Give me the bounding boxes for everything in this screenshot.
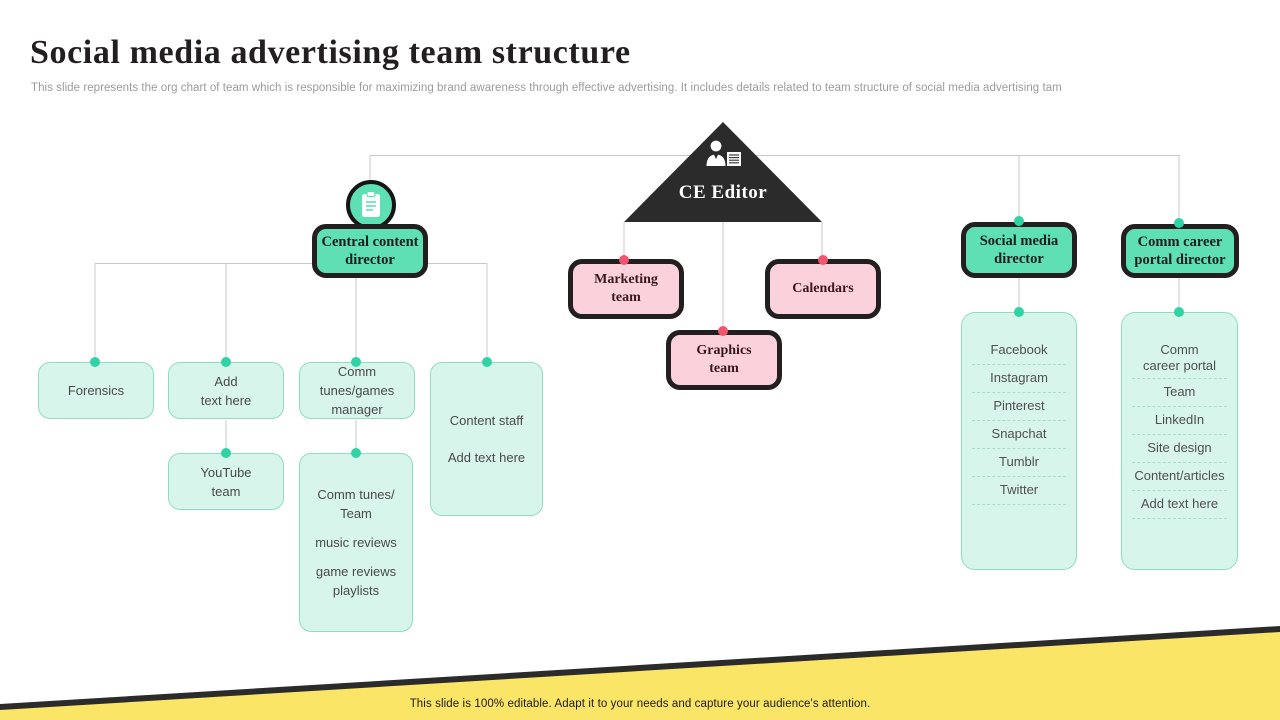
comm-tunes-games-manager-node[interactable]: Comm tunes/games manager bbox=[299, 362, 415, 419]
comm-tunes-games-manager-line3: manager bbox=[331, 402, 383, 417]
comm-tunes-team-connector-dot bbox=[351, 448, 361, 458]
comm-career-portal-director-line1: Comm career bbox=[1137, 234, 1223, 250]
clipboard-icon bbox=[362, 191, 380, 217]
list-item[interactable]: Pinterest bbox=[972, 393, 1066, 421]
add-text-here-connector-dot bbox=[221, 357, 231, 367]
graphics-team-line1: Graphics bbox=[696, 343, 752, 358]
social-media-director-node[interactable]: Social media director bbox=[961, 222, 1077, 278]
footer-note: This slide is 100% editable. Adapt it to… bbox=[409, 698, 871, 710]
list-item[interactable]: Team bbox=[1132, 379, 1227, 407]
list-item[interactable]: Site design bbox=[1132, 435, 1227, 463]
comm-career-first-line2: career portal bbox=[1143, 358, 1216, 373]
comm-tunes-team-line2: Team bbox=[340, 506, 372, 521]
list-item[interactable]: Twitter bbox=[972, 477, 1066, 505]
comm-tunes-games-manager-connector-dot bbox=[351, 357, 361, 367]
comm-tunes-team-node[interactable]: Comm tunes/ Team music reviews game revi… bbox=[299, 453, 413, 632]
youtube-team-connector-dot bbox=[221, 448, 231, 458]
list-item[interactable]: Tumblr bbox=[972, 449, 1066, 477]
social-media-director-connector-dot bbox=[1014, 216, 1024, 226]
social-media-director-line1: Social media bbox=[979, 233, 1059, 249]
marketing-team-line2: team bbox=[611, 290, 641, 305]
footer-band bbox=[0, 626, 1280, 720]
ce-editor-label: CE Editor bbox=[678, 182, 768, 203]
add-text-here-line2: text here bbox=[200, 392, 252, 408]
forensics-connector-dot bbox=[90, 357, 100, 367]
central-content-director-line2: director bbox=[345, 252, 395, 268]
list-item[interactable]: Instagram bbox=[972, 365, 1066, 393]
comm-tunes-team-line5: playlists bbox=[332, 583, 380, 598]
content-staff-node[interactable]: Content staff Add text here bbox=[430, 362, 543, 516]
calendars-node[interactable]: Calendars bbox=[765, 259, 881, 319]
calendars-line1: Calendars bbox=[792, 281, 854, 296]
comm-career-portal-director-node[interactable]: Comm career portal director bbox=[1121, 224, 1239, 278]
triangle-shape bbox=[624, 122, 822, 222]
comm-career-portal-director-line2: portal director bbox=[1134, 252, 1226, 268]
person-document-icon bbox=[706, 140, 741, 166]
ce-editor-node[interactable]: CE Editor bbox=[624, 122, 822, 222]
social-media-list-panel[interactable]: Facebook Instagram Pinterest Snapchat Tu… bbox=[961, 312, 1077, 570]
central-content-director-line1: Central content bbox=[321, 234, 419, 250]
content-staff-line1: Content staff bbox=[449, 413, 524, 428]
list-item[interactable]: Content/articles bbox=[1132, 463, 1227, 491]
graphics-team-node[interactable]: Graphics team bbox=[666, 330, 782, 390]
comm-tunes-team-line3: music reviews bbox=[315, 535, 397, 550]
marketing-team-connector-dot bbox=[619, 255, 629, 265]
add-text-here-node[interactable]: Add text here bbox=[168, 362, 284, 419]
content-staff-line2: Add text here bbox=[447, 450, 526, 465]
page-subtitle: This slide represents the org chart of t… bbox=[31, 82, 1062, 94]
forensics-line1: Forensics bbox=[67, 383, 125, 398]
calendars-connector-dot bbox=[818, 255, 828, 265]
comm-tunes-team-line4: game reviews bbox=[315, 564, 397, 579]
content-staff-connector-dot bbox=[482, 357, 492, 367]
list-item[interactable]: Comm career portal bbox=[1132, 337, 1227, 379]
add-text-here-line1: Add bbox=[214, 373, 238, 389]
central-content-director-node[interactable]: Central content director bbox=[312, 224, 428, 278]
comm-career-portal-director-connector-dot bbox=[1174, 218, 1184, 228]
list-item[interactable]: Add text here bbox=[1132, 491, 1227, 519]
comm-career-first-line1: Comm bbox=[1160, 342, 1199, 357]
marketing-team-node[interactable]: Marketing team bbox=[568, 259, 684, 319]
youtube-team-node[interactable]: YouTube team bbox=[168, 453, 284, 510]
graphics-team-connector-dot bbox=[718, 326, 728, 336]
comm-tunes-team-line1: Comm tunes/ bbox=[317, 487, 395, 502]
comm-tunes-games-manager-line2: tunes/games bbox=[319, 383, 395, 398]
comm-career-list-connector-dot bbox=[1174, 307, 1184, 317]
central-content-director-badge bbox=[346, 180, 396, 230]
social-media-list-connector-dot bbox=[1014, 307, 1024, 317]
youtube-team-line2: team bbox=[211, 483, 241, 499]
list-item[interactable]: Snapchat bbox=[972, 421, 1066, 449]
graphics-team-line2: team bbox=[709, 361, 739, 376]
comm-tunes-games-manager-line1: Comm bbox=[337, 364, 377, 379]
comm-career-list-panel[interactable]: Comm career portal Team LinkedIn Site de… bbox=[1121, 312, 1238, 570]
marketing-team-line1: Marketing bbox=[594, 272, 658, 287]
list-item[interactable]: LinkedIn bbox=[1132, 407, 1227, 435]
list-item[interactable]: Facebook bbox=[972, 337, 1066, 365]
forensics-node[interactable]: Forensics bbox=[38, 362, 154, 419]
social-media-director-line2: director bbox=[994, 251, 1044, 267]
youtube-team-line1: YouTube bbox=[200, 464, 252, 480]
page-title: Social media advertising team structure bbox=[30, 34, 631, 71]
